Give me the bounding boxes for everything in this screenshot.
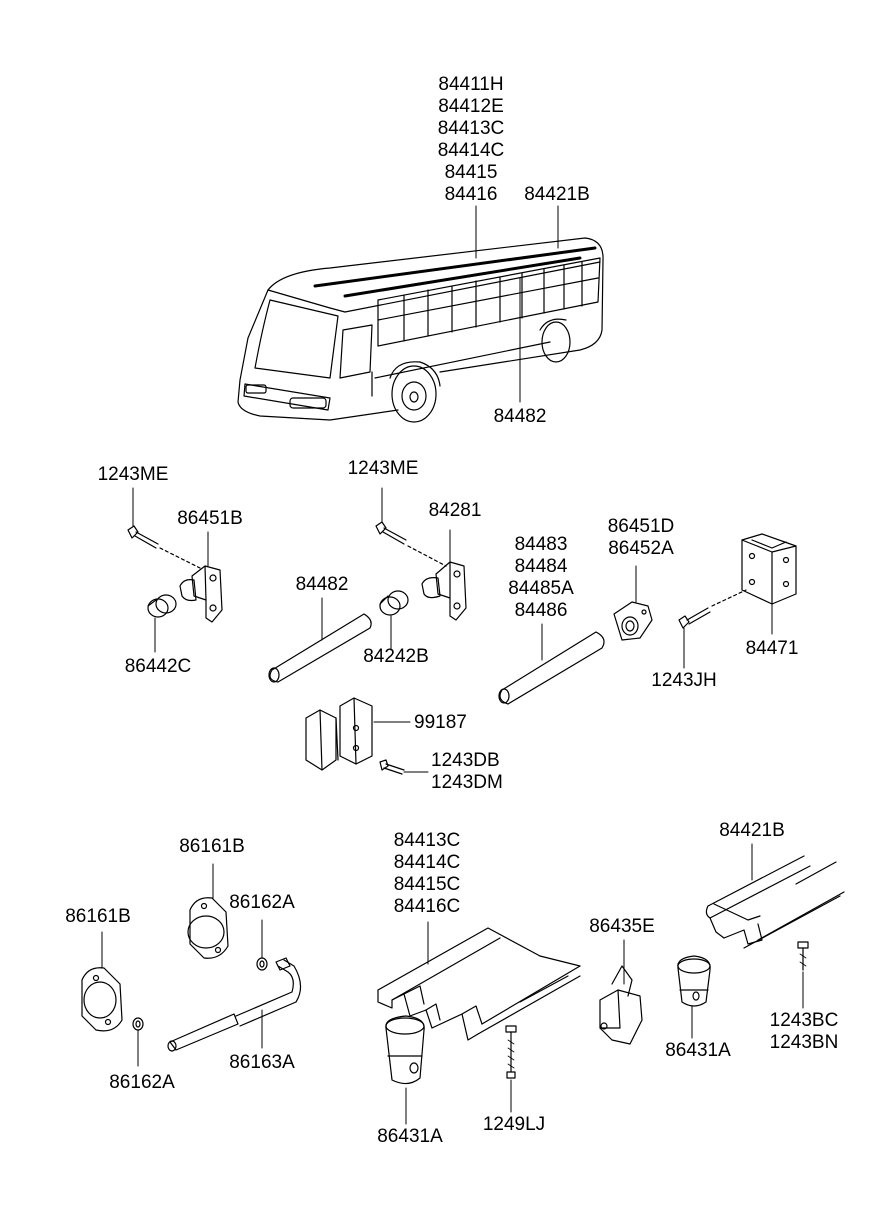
part-number: 84482 [295, 574, 349, 595]
bracket-assembly-left [127, 487, 223, 653]
part-number: 84413C [393, 830, 461, 851]
part-number: 1243DB [431, 750, 500, 771]
rail-part-number-stack: 84413C 84414C 84415C 84416C [394, 830, 461, 918]
clip-screw-part-number-stack: 1243DB 1243DM [431, 750, 503, 794]
part-number: 86435E [589, 916, 655, 937]
corner-bracket [741, 533, 797, 635]
part-number: 86162A [109, 1072, 175, 1093]
part-number: 84413C [437, 118, 505, 139]
part-number: 86431A [665, 1040, 731, 1061]
part-number: 84486 [514, 600, 568, 621]
part-number: 84281 [428, 500, 482, 521]
part-number: 84415C [393, 874, 461, 895]
part-number: 86451D [607, 516, 675, 537]
part-number: 84483 [514, 534, 568, 555]
clip-assembly [305, 697, 429, 775]
part-number: 1243BN [769, 1032, 839, 1053]
part-number: 1243JH [651, 670, 717, 691]
part-number: 84415 [444, 162, 498, 183]
part-number: 1243BC [769, 1010, 839, 1031]
rail-cover-right [705, 843, 845, 1009]
part-number: 84484 [514, 556, 568, 577]
bus-part-number-stack: 84411H 84412E 84413C 84414C 84415 84416 [438, 74, 505, 206]
part-number: 99187 [414, 712, 467, 733]
knob-bottom [385, 1015, 425, 1125]
screw-part-number-stack: 1243BC 1243BN [770, 1010, 839, 1054]
part-number: 84485A [508, 578, 574, 599]
part-number: 86431A [377, 1126, 443, 1147]
knob-right [677, 955, 711, 1039]
part-number: 84416 [444, 184, 498, 205]
clip-right [599, 939, 643, 1045]
screw-bottom [505, 1025, 517, 1113]
tube-part-number-stack: 84483 84484 84485A 84486 [508, 534, 574, 622]
part-number: 84421B [524, 184, 590, 205]
washer-cap-assembly [81, 863, 302, 1067]
part-number: 86442C [124, 656, 192, 677]
part-number: 84482 [493, 406, 547, 427]
part-number: 84416C [393, 896, 461, 917]
part-number: 84242B [363, 646, 429, 667]
part-number: 84471 [745, 638, 799, 659]
part-number: 86451B [177, 508, 243, 529]
part-number: 86163A [229, 1052, 295, 1073]
part-number: 84414C [393, 852, 461, 873]
part-number: 1249LJ [482, 1114, 546, 1135]
part-number: 84421B [719, 820, 785, 841]
part-number: 84414C [437, 140, 505, 161]
part-number: 1243DM [431, 772, 503, 793]
part-number: 86161B [65, 906, 131, 927]
tube-right [498, 623, 605, 705]
part-number: 86452A [608, 538, 674, 559]
part-number: 1243ME [347, 458, 419, 479]
part-number: 86162A [229, 892, 295, 913]
bus-illustration [237, 205, 604, 423]
part-number: 84411H [438, 74, 504, 95]
bracket-assembly-center [375, 487, 467, 651]
roof-rail-profile [377, 921, 581, 1041]
tube-left [268, 597, 372, 683]
bracket-assembly-right [613, 565, 747, 669]
part-number: 86161B [179, 836, 245, 857]
bracket-part-number-stack: 86451D 86452A [608, 516, 675, 560]
part-number: 84412E [438, 96, 504, 117]
part-number: 1243ME [97, 464, 169, 485]
